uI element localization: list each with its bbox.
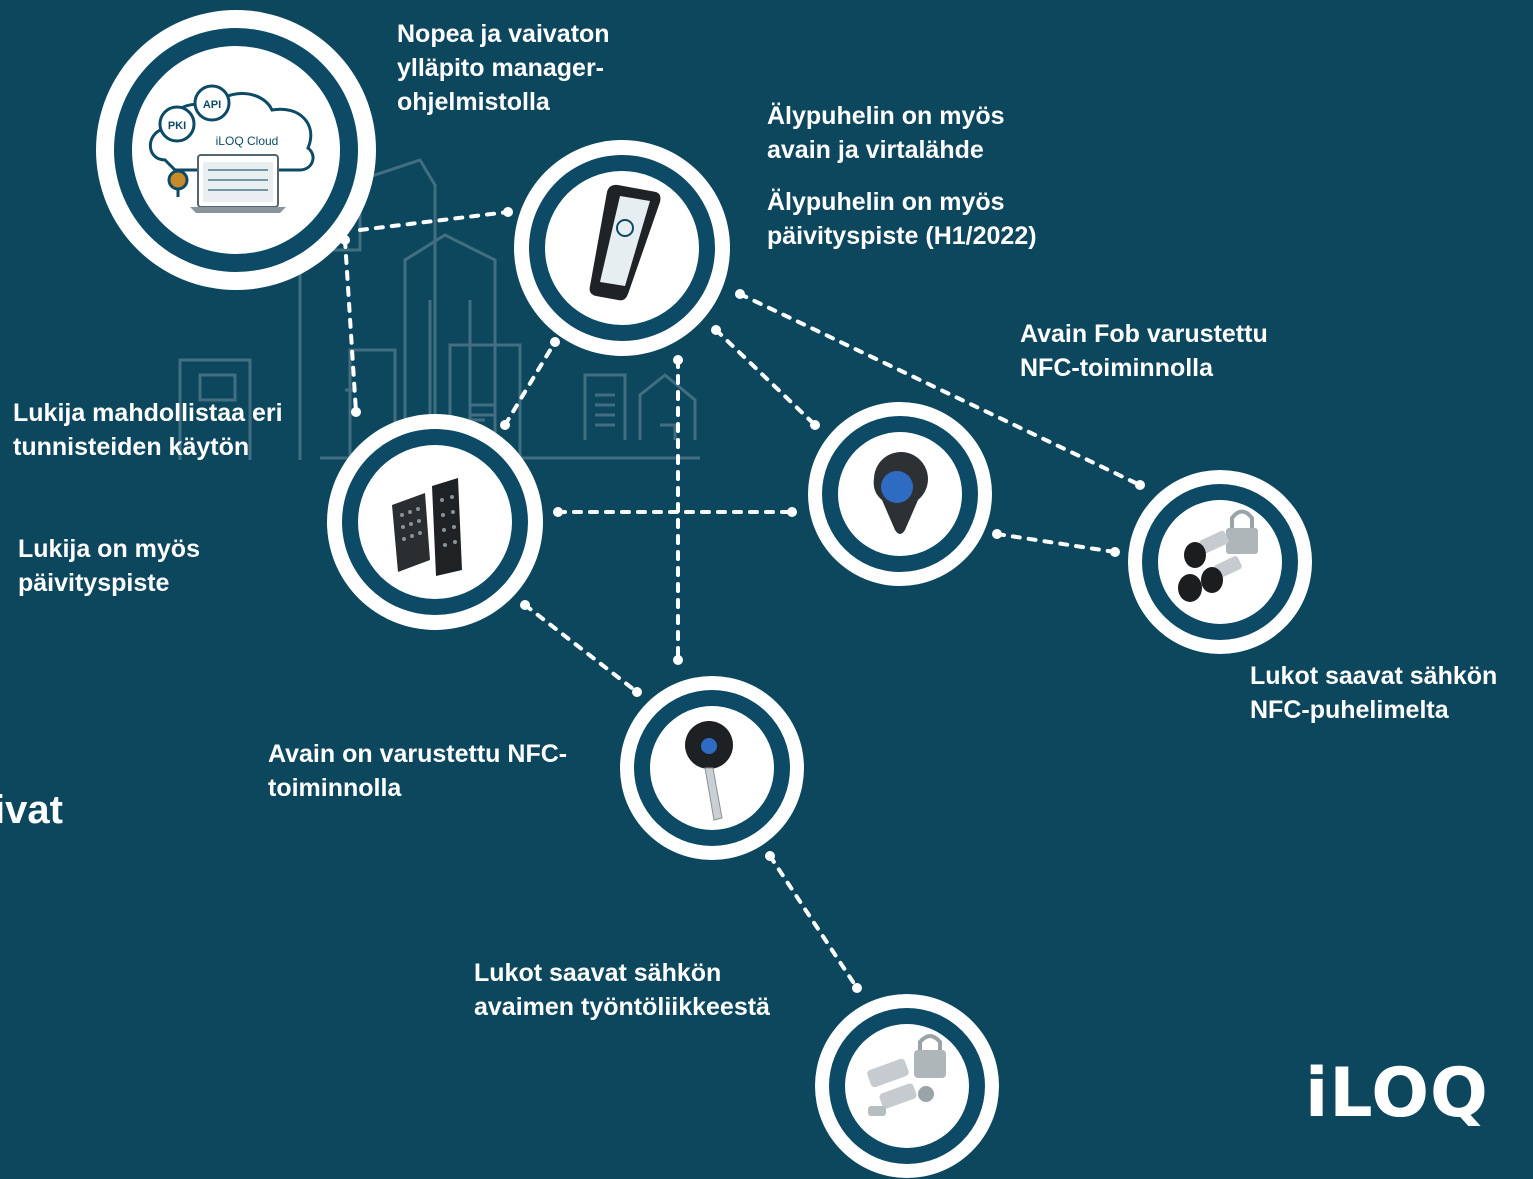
- connector-cloud-reader: [343, 238, 358, 414]
- connector-endpoints: [340, 207, 1145, 993]
- smartphone-icon: [589, 184, 661, 301]
- api-label: API: [203, 99, 221, 111]
- label-reader-update: Lukija on myös päivityspiste: [18, 535, 200, 597]
- connector-reader-phone: [503, 340, 557, 427]
- cloud-brand-label: iLOQ Cloud: [216, 134, 279, 148]
- connector-cloud-phone: [358, 210, 510, 232]
- label-phone-update: Älypuhelin on myös päivityspiste (H1/202…: [767, 188, 1037, 250]
- node-padlocks: [1128, 470, 1312, 654]
- node-cylinders: [815, 994, 999, 1178]
- connector-reader-key: [523, 603, 639, 694]
- node-fob: [808, 402, 992, 586]
- node-cloud: API PKI iLOQ Cloud: [96, 10, 376, 290]
- label-phone-power: Älypuhelin on myös avain ja virtalähde: [767, 102, 1005, 164]
- node-phone: [514, 140, 730, 356]
- cloud-software-icon: API PKI iLOQ Cloud: [148, 84, 315, 213]
- keypad-reader-icon: [392, 478, 462, 576]
- label-phone-locks: Lukot saavat sähkön NFC-puhelimelta: [1250, 662, 1498, 724]
- connectors: [343, 210, 1142, 990]
- connector-fob-padlocks: [995, 532, 1117, 554]
- iloq-logo: iLOQ: [1305, 1054, 1489, 1133]
- label-key-locks: Lukot saavat sähkön avaimen työntöliikke…: [474, 959, 770, 1021]
- connector-key-cylinders: [768, 854, 859, 990]
- padlock-cylinders-icon: [1178, 509, 1258, 602]
- connector-phone-padlocks: [738, 292, 1142, 487]
- node-reader: [327, 414, 543, 630]
- connector-phone-fob: [714, 328, 817, 427]
- nfc-key-icon: [685, 721, 733, 821]
- label-key: Avain on varustettu NFC- toiminnolla: [268, 740, 568, 802]
- pki-label: PKI: [168, 120, 186, 132]
- label-cloud-maintenance: Nopea ja vaivaton ylläpito manager- ohje…: [397, 20, 610, 116]
- label-reader-tags: Lukija mahdollistaa eri tunnisteiden käy…: [13, 399, 283, 461]
- node-key: [620, 676, 804, 860]
- lock-cylinders-icon: [867, 1034, 946, 1116]
- label-fob: Avain Fob varustettu NFC-toiminnolla: [1020, 320, 1268, 382]
- label-cropped-heading: ivat: [0, 788, 63, 832]
- key-fob-icon: [873, 452, 928, 534]
